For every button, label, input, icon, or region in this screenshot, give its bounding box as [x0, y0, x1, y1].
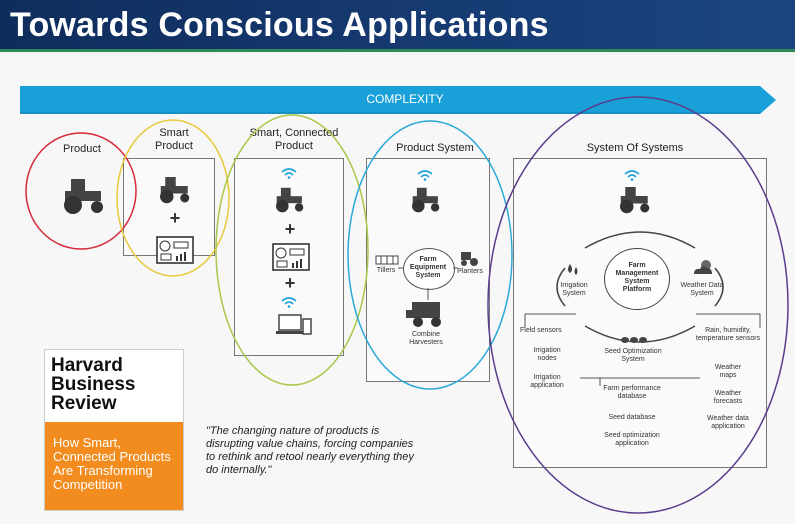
sos-arcs	[556, 231, 724, 343]
system-of-systems-box	[513, 158, 767, 468]
slide-title-bar: Towards Conscious Applications	[0, 0, 795, 52]
farm-equipment-node	[403, 248, 455, 290]
tractor-icon	[412, 187, 440, 213]
weather-icon	[694, 260, 712, 274]
complexity-arrow	[20, 86, 776, 114]
stage-label-smart-product: Smart Product	[155, 127, 193, 152]
tractor-icon	[276, 187, 304, 213]
farm-management-platform-label: Farm Management System Platform	[615, 262, 659, 294]
weather-data-application-label: Weather data application	[707, 415, 749, 431]
tractor-icon	[64, 179, 103, 214]
seed-optimization-application-label: Seed optimization application	[604, 432, 660, 448]
seed-database-label: Seed database	[608, 414, 656, 421]
product-system-connectors	[398, 267, 458, 300]
seed-optimization-system-label: Seed Optimization System	[604, 348, 662, 364]
slide-title: Towards Conscious Applications	[10, 6, 549, 44]
farm-equipment-label: Farm Equipment System	[409, 256, 447, 280]
tractor-icon	[160, 177, 190, 204]
dashboard-icon	[156, 236, 194, 264]
title-underline	[0, 49, 795, 52]
irrigation-nodes-label: Irrigation nodes	[533, 347, 561, 363]
combine-harvester-icon	[406, 302, 441, 327]
weather-forecasts-label: Weather forecasts	[713, 390, 743, 406]
field-sensors-label: Field sensors	[520, 327, 562, 334]
wifi-icon	[417, 170, 433, 181]
weather-maps-label: Weather maps	[714, 364, 742, 380]
dashboard-icon	[272, 243, 310, 271]
stage-label-product-system: Product System	[396, 142, 474, 154]
planters-label: Planters	[457, 268, 483, 275]
stage-label-system-of-systems: System Of Systems	[586, 142, 684, 154]
tiller-icon	[375, 255, 399, 265]
hbr-cover: Harvard Business Review How Smart, Conne…	[44, 349, 184, 511]
hbr-article-title: How Smart, Connected Products Are Transf…	[53, 435, 171, 492]
farm-performance-database-label: Farm performance database	[603, 385, 661, 401]
wifi-icon	[624, 170, 640, 181]
tractor-icon	[620, 187, 650, 214]
wifi-icon	[281, 168, 297, 179]
laptop-phone-icon	[276, 314, 312, 335]
quote-text: "The changing nature of products is disr…	[206, 425, 414, 476]
tillers-label: Tillers	[376, 267, 396, 274]
planter-icon	[461, 252, 478, 266]
farm-management-platform-node	[604, 248, 670, 310]
plus-sign: +	[169, 208, 181, 228]
irrigation-system-label: Irrigation System	[560, 282, 588, 298]
plus-sign: +	[284, 273, 296, 293]
seed-icon	[621, 337, 647, 343]
complexity-label: COMPLEXITY	[366, 92, 444, 106]
hbr-masthead: Harvard Business Review	[51, 355, 136, 414]
hbr-orange-band	[45, 422, 183, 510]
rain-humidity-sensors-label: Rain, humidity, temperature sensors	[695, 327, 761, 343]
wifi-icon	[281, 297, 297, 308]
water-drops-icon	[568, 264, 578, 275]
irrigation-application-label: Irrigation application	[530, 374, 564, 390]
plus-sign: +	[284, 219, 296, 239]
stage-label-product: Product	[63, 143, 101, 155]
combine-harvesters-label: Combine Harvesters	[409, 331, 443, 347]
weather-data-system-label: Weather Data System	[680, 282, 724, 298]
sos-connectors	[524, 313, 761, 386]
